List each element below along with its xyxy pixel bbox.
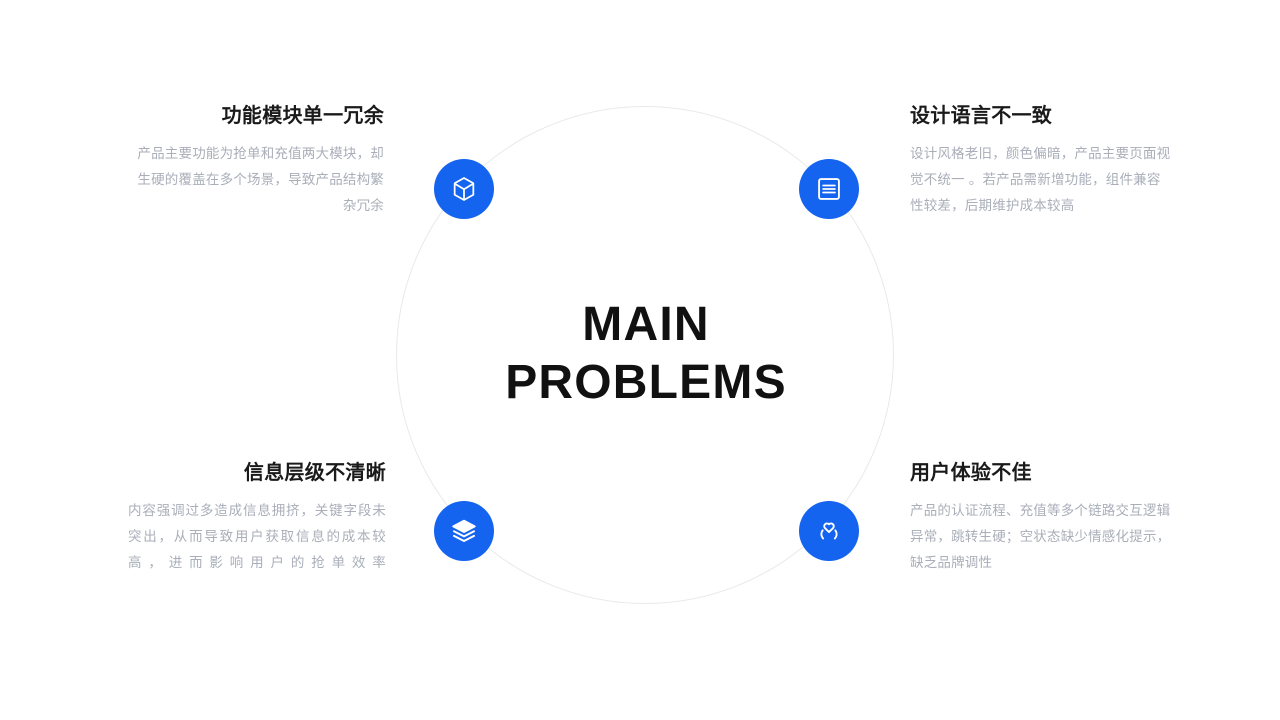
page-title: MAIN PROBLEMS (446, 296, 846, 412)
problem-body-bottom-left: 内容强调过多造成信息拥挤，关键字段未突出，从而导致用户获取信息的成本较高，进而影… (128, 503, 386, 570)
document-lines-icon (815, 175, 843, 203)
cube-icon (450, 175, 478, 203)
layers-icon (450, 517, 478, 545)
heart-in-hands-icon (815, 517, 843, 545)
problem-body-top-right: 设计风格老旧，颜色偏暗，产品主要页面视觉不统一 。若产品需新增功能，组件兼容性较… (910, 146, 1171, 213)
problem-heading-bottom-left: 信息层级不清晰 (243, 462, 386, 484)
icon-badge-design-language[interactable] (799, 159, 859, 219)
page-title-line-1: MAIN (582, 298, 710, 351)
icon-badge-information-hierarchy[interactable] (434, 501, 494, 561)
problem-block-bottom-right: 用户体验不佳 产品的认证流程、充值等多个链路交互逻辑异常，跳转生硬；空状态缺少情… (910, 460, 1172, 576)
problem-heading-bottom-right: 用户体验不佳 (910, 462, 1032, 484)
problem-heading-top-right: 设计语言不一致 (910, 105, 1053, 127)
problem-body-top-left: 产品主要功能为抢单和充值两大模块，却生硬的覆盖在多个场景，导致产品结构繁杂冗余 (137, 146, 384, 213)
problem-body-bottom-right: 产品的认证流程、充值等多个链路交互逻辑异常，跳转生硬；空状态缺少情感化提示，缺乏… (910, 503, 1171, 570)
problem-block-top-left: 功能模块单一冗余 产品主要功能为抢单和充值两大模块，却生硬的覆盖在多个场景，导致… (126, 103, 384, 219)
problem-block-top-right: 设计语言不一致 设计风格老旧，颜色偏暗，产品主要页面视觉不统一 。若产品需新增功… (910, 103, 1172, 219)
icon-badge-user-experience[interactable] (799, 501, 859, 561)
page-title-line-2: PROBLEMS (505, 356, 787, 409)
icon-badge-functional-modules[interactable] (434, 159, 494, 219)
problem-heading-top-left: 功能模块单一冗余 (221, 105, 384, 127)
problem-block-bottom-left: 信息层级不清晰 内容强调过多造成信息拥挤，关键字段未突出，从而导致用户获取信息的… (128, 460, 386, 576)
center-ring-decoration (396, 106, 894, 604)
